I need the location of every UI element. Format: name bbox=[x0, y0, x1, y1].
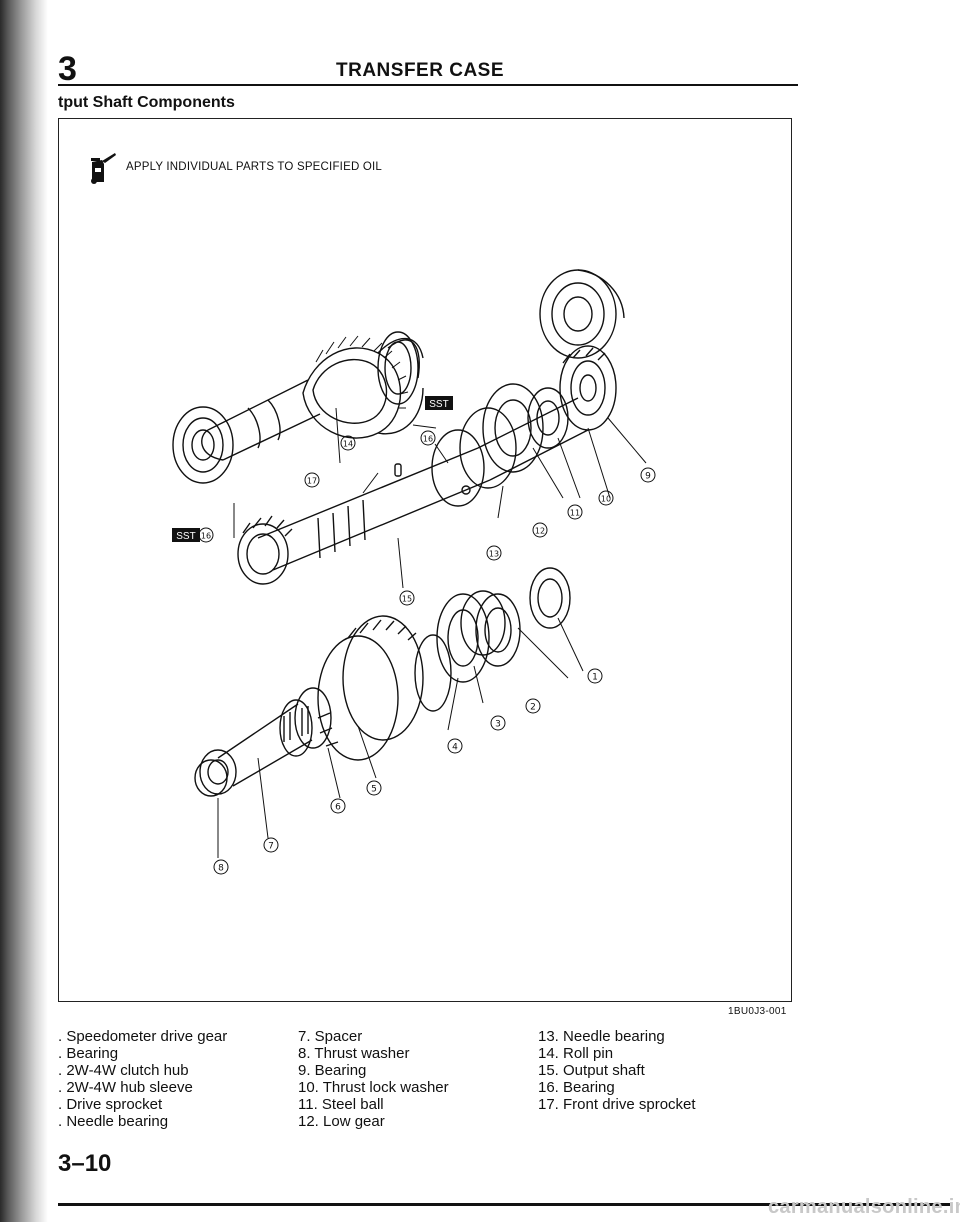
svg-text:SST: SST bbox=[429, 399, 448, 410]
callout-11: 11 bbox=[567, 504, 583, 520]
legend-item: . Drive sprocket bbox=[58, 1096, 163, 1113]
sst-tag-lower: SST bbox=[172, 528, 200, 542]
watermark: carmanualsonline.info bbox=[768, 1196, 960, 1218]
legend-item: . 2W-4W clutch hub bbox=[58, 1062, 189, 1079]
exploded-view-diagram: SST SST 1 2 3 4 5 6 7 8 9 10 11 12 13 14… bbox=[172, 269, 656, 875]
output-shaft bbox=[237, 397, 589, 585]
callout-17: 17 bbox=[304, 472, 320, 488]
svg-text:7: 7 bbox=[268, 842, 274, 852]
legend-item: 11. Steel ball bbox=[298, 1096, 384, 1113]
callout-8: 8 bbox=[213, 859, 229, 875]
figure-frame bbox=[58, 118, 792, 1002]
svg-text:14: 14 bbox=[343, 440, 353, 449]
legend-item: 17. Front drive sprocket bbox=[538, 1096, 696, 1113]
callout-12: 12 bbox=[532, 522, 548, 538]
steel-ball bbox=[461, 485, 471, 495]
legend-item: 9. Bearing bbox=[298, 1062, 367, 1079]
callout-2: 2 bbox=[525, 698, 541, 714]
header-divider bbox=[58, 84, 798, 86]
legend-item: 8. Thrust washer bbox=[298, 1045, 410, 1062]
legend-item: . Bearing bbox=[58, 1045, 119, 1062]
svg-text:12: 12 bbox=[535, 527, 545, 536]
svg-text:11: 11 bbox=[570, 509, 580, 518]
svg-text:17: 17 bbox=[307, 477, 317, 486]
low-gear-cluster bbox=[431, 345, 617, 507]
legend-item: 14. Roll pin bbox=[538, 1045, 614, 1062]
page-number: 3–10 bbox=[58, 1150, 112, 1177]
oil-note: APPLY INDIVIDUAL PARTS TO SPECIFIED OIL bbox=[88, 150, 382, 184]
svg-text:4: 4 bbox=[452, 743, 458, 753]
bearing-9 bbox=[539, 269, 625, 359]
callout-16-upper: 16 bbox=[420, 430, 436, 446]
legend-item: . Speedometer drive gear bbox=[58, 1028, 228, 1045]
legend-item: 10. Thrust lock washer bbox=[298, 1079, 449, 1096]
needle-bearing-stack bbox=[194, 687, 332, 797]
callout-7: 7 bbox=[263, 837, 279, 853]
legend-item: 7. Spacer bbox=[298, 1028, 363, 1045]
oil-note-text: APPLY INDIVIDUAL PARTS TO SPECIFIED OIL bbox=[126, 161, 382, 173]
svg-text:10: 10 bbox=[601, 495, 611, 504]
section-title: tput Shaft Components bbox=[58, 94, 235, 111]
svg-text:9: 9 bbox=[645, 472, 651, 482]
svg-text:1: 1 bbox=[592, 673, 598, 683]
callout-4: 4 bbox=[447, 738, 463, 754]
svg-text:6: 6 bbox=[335, 803, 341, 813]
callout-9: 9 bbox=[640, 467, 656, 483]
svg-text:13: 13 bbox=[489, 550, 499, 559]
legend-item: . 2W-4W hub sleeve bbox=[58, 1079, 193, 1096]
callout-5: 5 bbox=[366, 780, 382, 796]
callout-13: 13 bbox=[486, 545, 502, 561]
figure-code: 1BU0J3-001 bbox=[728, 1006, 787, 1017]
chapter-number: 3 bbox=[58, 50, 77, 88]
svg-text:16: 16 bbox=[201, 532, 211, 541]
callout-10: 10 bbox=[598, 490, 614, 506]
legend-item: 12. Low gear bbox=[298, 1113, 385, 1130]
callout-15: 15 bbox=[399, 590, 415, 606]
front-drive-sprocket-assembly bbox=[172, 331, 424, 484]
page-binding-edge bbox=[0, 0, 48, 1222]
callout-3: 3 bbox=[490, 715, 506, 731]
svg-text:3: 3 bbox=[495, 720, 501, 730]
drive-sprocket-assembly bbox=[317, 567, 571, 761]
legend-item: 13. Needle bearing bbox=[538, 1028, 665, 1045]
parts-legend-column-1: . Speedometer drive gear . Bearing . 2W-… bbox=[58, 1028, 227, 1130]
svg-text:5: 5 bbox=[371, 785, 377, 795]
parts-legend-column-2: 7. Spacer 8. Thrust washer 9. Bearing 10… bbox=[298, 1028, 449, 1130]
svg-text:16: 16 bbox=[423, 435, 433, 444]
svg-text:SST: SST bbox=[176, 531, 195, 542]
svg-text:2: 2 bbox=[530, 703, 536, 713]
footer-divider bbox=[58, 1203, 950, 1206]
sst-tag-upper: SST bbox=[425, 396, 453, 410]
callout-16-lower: 16 bbox=[198, 527, 214, 543]
callout-1: 1 bbox=[587, 668, 603, 684]
callout-14: 14 bbox=[340, 435, 356, 451]
svg-text:15: 15 bbox=[402, 595, 412, 604]
legend-item: 15. Output shaft bbox=[538, 1062, 645, 1079]
roll-pin bbox=[394, 463, 402, 477]
svg-text:8: 8 bbox=[218, 864, 224, 874]
legend-item: . Needle bearing bbox=[58, 1113, 169, 1130]
parts-legend-column-3: 13. Needle bearing 14. Roll pin 15. Outp… bbox=[538, 1028, 696, 1113]
callout-6: 6 bbox=[330, 798, 346, 814]
legend-item: 16. Bearing bbox=[538, 1079, 615, 1096]
oil-can-icon bbox=[91, 153, 116, 184]
page-title: TRANSFER CASE bbox=[336, 60, 505, 81]
